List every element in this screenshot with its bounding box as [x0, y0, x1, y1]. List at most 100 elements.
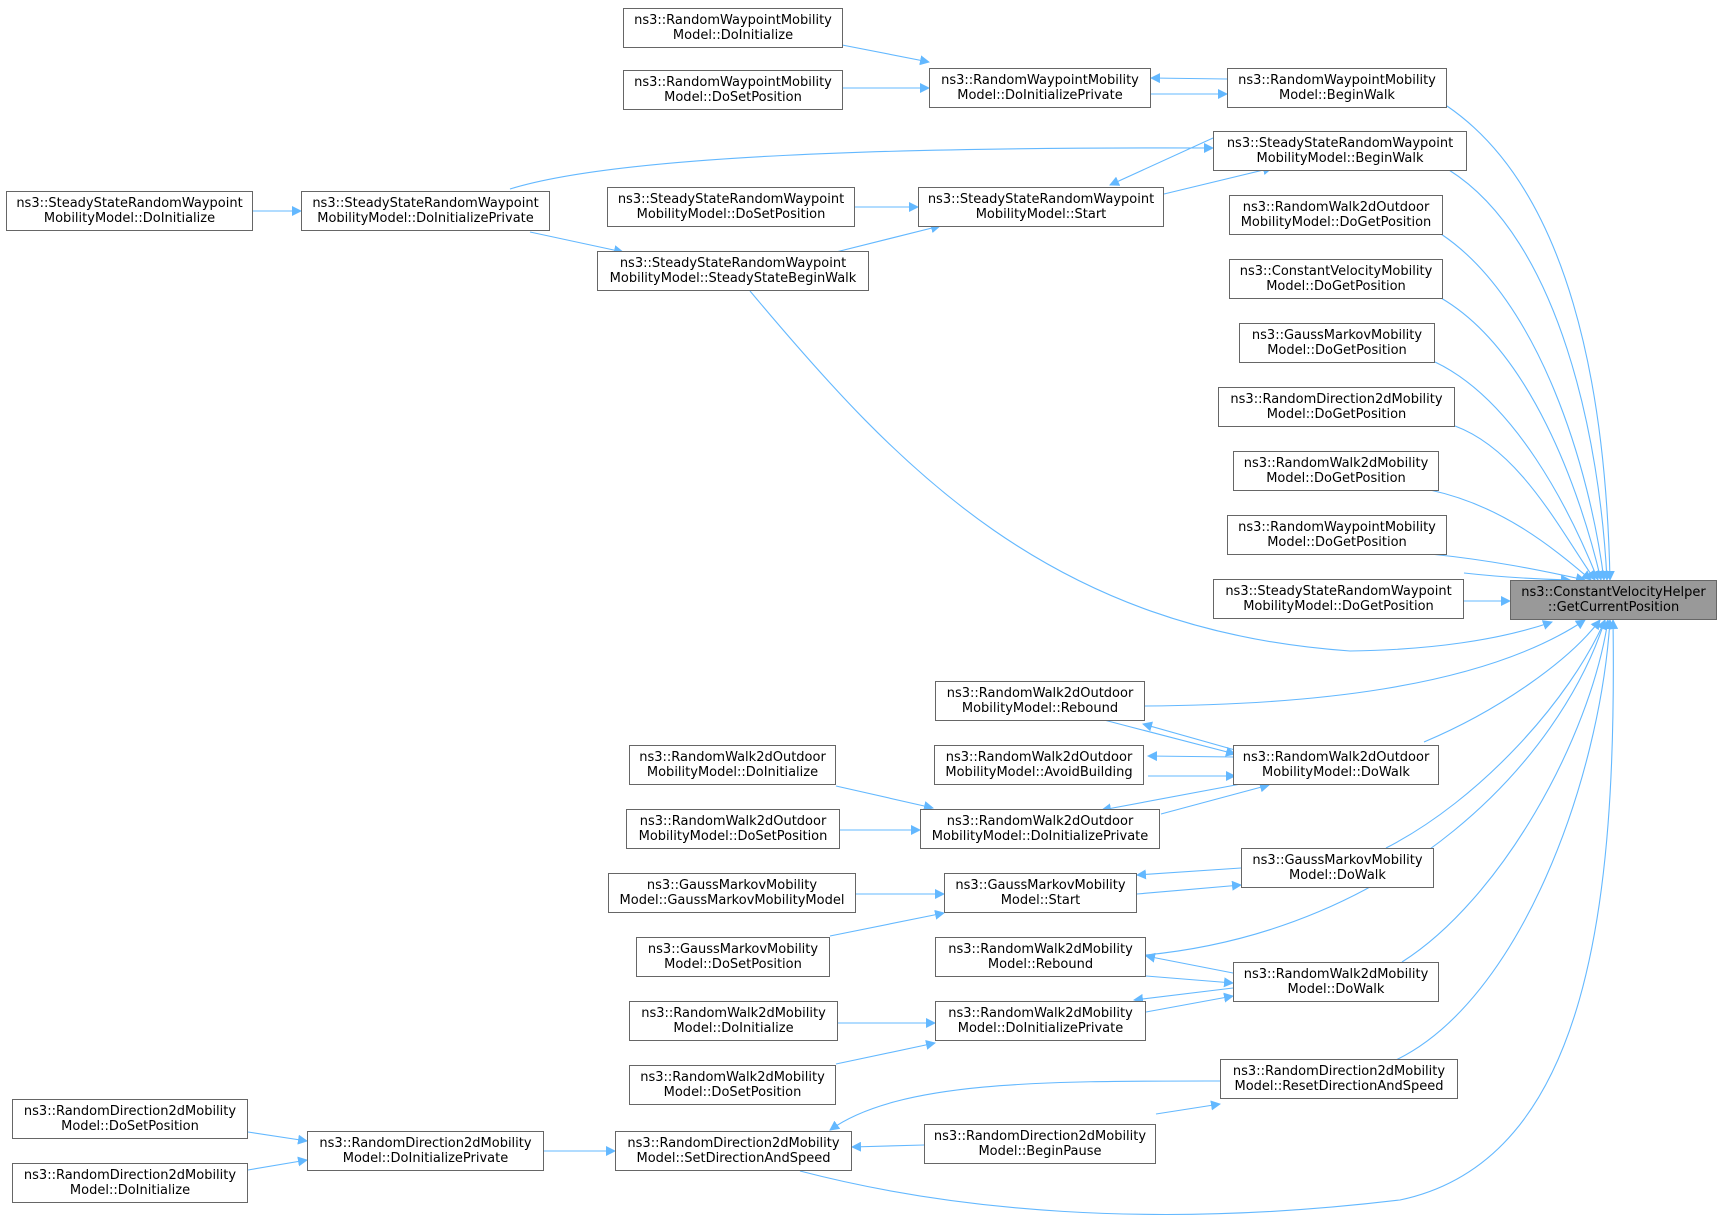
node-label-line2: MobilityModel::DoInitializePrivate — [931, 829, 1149, 844]
edge — [1448, 169, 1612, 581]
edge — [529, 231, 624, 255]
node-label-line1: ns3::SteadyStateRandomWaypoint — [16, 196, 243, 211]
edge — [829, 909, 945, 937]
node-label-line2: Model::DoWalk — [1289, 868, 1386, 883]
edge — [1463, 572, 1571, 585]
edge — [247, 1131, 308, 1145]
edges-layer — [247, 43, 1619, 1216]
node-label-line1: ns3::RandomWalk2dOutdoor — [945, 750, 1133, 765]
node-label-line2: MobilityModel::DoSetPosition — [638, 829, 828, 844]
node-label-line1: ns3::RandomWalk2dOutdoor — [1242, 750, 1430, 765]
edge — [1133, 987, 1234, 1004]
edge — [835, 223, 941, 253]
node-label-line1: ns3::RandomDirection2dMobility — [23, 1168, 237, 1183]
node-label-line2: Model::DoInitializePrivate — [342, 1151, 509, 1166]
node-label-line2: MobilityModel::Start — [975, 207, 1107, 222]
node-label-line2: Model::DoInitialize — [672, 28, 794, 43]
node-label-line2: MobilityModel::DoGetPosition — [1240, 215, 1432, 230]
node-label-line2: Model::DoInitialize — [69, 1183, 191, 1198]
node-label-line1: ns3::RandomWalk2dMobility — [1243, 967, 1429, 982]
node-label-line2: Model::DoGetPosition — [1266, 471, 1406, 486]
node-label-line1: ns3::RandomWalk2dMobility — [1243, 456, 1429, 471]
node-label-line1: ns3::GaussMarkovMobility — [1252, 853, 1423, 868]
node-label-line1: ns3::GaussMarkovMobility — [1251, 328, 1423, 343]
node-label-line1: ns3::RandomWalk2dMobility — [641, 1006, 826, 1021]
node-label-line2: Model::GaussMarkovMobilityModel — [619, 893, 845, 908]
node-label-line1: ns3::RandomWalk2dOutdoor — [639, 750, 826, 765]
edge — [1145, 952, 1234, 974]
edge — [1385, 619, 1606, 849]
node-label-line1: ns3::RandomWalk2dOutdoor — [946, 814, 1134, 829]
node-label-line1: ns3::GaussMarkovMobility — [646, 878, 818, 893]
node-label-line1: ns3::RandomWalk2dOutdoor — [946, 686, 1134, 701]
node-label-line1: ns3::RandomDirection2dMobility — [23, 1104, 237, 1119]
node-label-line2: Model::DoWalk — [1287, 982, 1385, 997]
edge — [1401, 619, 1612, 963]
node-label-line2: MobilityModel::BeginWalk — [1256, 151, 1424, 166]
node-label-line2: Model::DoInitializePrivate — [957, 88, 1123, 103]
node-label-line1: ns3::RandomWalk2dMobility — [948, 1006, 1133, 1021]
edge — [835, 785, 934, 811]
node-label-line2: Model::BeginWalk — [1279, 88, 1395, 103]
node-label-line1: ns3::RandomWaypointMobility — [1238, 73, 1436, 88]
node-label-line1: ns3::GaussMarkovMobility — [647, 942, 819, 957]
node-label-line1: ns3::RandomWalk2dOutdoor — [639, 814, 827, 829]
edge — [247, 1156, 308, 1171]
edge — [1145, 975, 1234, 988]
node-label-line2: MobilityModel::DoInitialize — [646, 765, 819, 780]
node-label-line1: ns3::RandomWalk2dMobility — [640, 1070, 825, 1085]
edge — [1423, 619, 1601, 743]
node-label-line2: Model::DoInitialize — [673, 1021, 794, 1036]
node-label-line1: ns3::GaussMarkovMobility — [955, 878, 1126, 893]
node-label-line2: Model::DoSetPosition — [663, 1085, 802, 1100]
node-label-line2: Model::SetDirectionAndSpeed — [636, 1151, 831, 1166]
node-label-line1: ns3::RandomWaypointMobility — [634, 75, 832, 90]
node-label-line2: Model::DoGetPosition — [1266, 407, 1407, 422]
node-label-line1: ns3::RandomWaypointMobility — [1238, 520, 1436, 535]
node-label-line2: MobilityModel::DoInitializePrivate — [317, 211, 534, 226]
node-label-line2: Model::ResetDirectionAndSpeed — [1234, 1079, 1444, 1094]
edge — [1142, 721, 1236, 751]
node-label-line1: ns3::RandomWaypointMobility — [634, 13, 832, 28]
edge — [1454, 425, 1596, 581]
edge — [836, 43, 930, 66]
